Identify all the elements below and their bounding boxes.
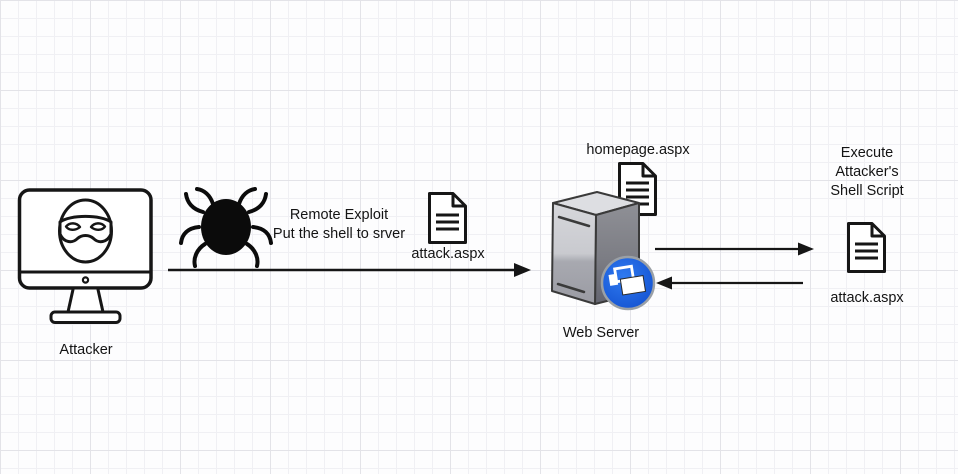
document-icon-attack-left	[428, 192, 467, 244]
execute-note-line1: Execute	[840, 145, 894, 161]
document-icon-attack-right	[847, 222, 886, 273]
execute-note-line3: Shell Script	[830, 183, 904, 199]
homepage-file-label: homepage.aspx	[586, 142, 690, 158]
execute-note: Execute Attacker's Shell Script	[801, 144, 933, 201]
bug-icon	[179, 187, 273, 268]
execute-note-line2: Attacker's	[835, 164, 899, 180]
web-server-label: Web Server	[562, 325, 640, 341]
execute-request-arrow	[655, 242, 814, 256]
app-windows-badge-icon	[600, 255, 656, 311]
attacker-label: Attacker	[59, 342, 113, 358]
execute-response-arrow	[656, 276, 803, 290]
attack-file-left-label: attack.aspx	[411, 246, 485, 262]
exploit-note: Remote Exploit Put the shell to srver	[254, 206, 424, 244]
hacker-monitor-icon	[17, 188, 153, 324]
exploit-note-line1: Remote Exploit	[289, 207, 389, 223]
attack-file-right-label: attack.aspx	[830, 290, 904, 306]
exploit-note-line2: Put the shell to srver	[272, 226, 406, 242]
exploit-arrow	[168, 263, 531, 277]
